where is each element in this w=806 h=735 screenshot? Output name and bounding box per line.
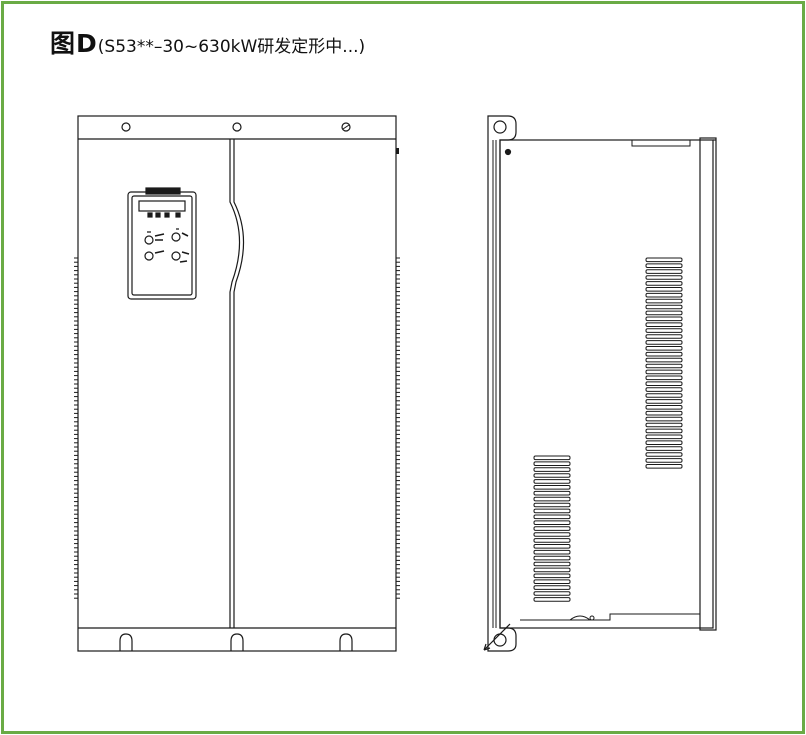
louver-slot (533, 597, 571, 602)
louver-slot (645, 304, 683, 310)
bottom-slot-3 (339, 633, 353, 651)
louver-slot (533, 496, 571, 502)
louver-slot (645, 263, 683, 268)
louver-slot (533, 573, 571, 579)
louver-slot (645, 410, 683, 416)
louver-slot (533, 514, 571, 520)
louver-slot (645, 328, 683, 333)
louver-slot (533, 538, 571, 543)
louver-slot (533, 585, 571, 590)
louver-slot (533, 549, 571, 555)
figure-caption: (S53**–30~630kW研发定形中...) (97, 37, 366, 57)
louver-slot (533, 502, 571, 508)
door-seam-right (233, 139, 245, 628)
left-heatsink-fins (74, 257, 78, 599)
upper-vent-louvers (645, 257, 683, 469)
keypad-panel (127, 187, 197, 300)
keypad-button-2 (171, 232, 181, 242)
louver-slot (533, 544, 571, 549)
right-heatsink-fins (396, 257, 400, 599)
front-view (74, 115, 400, 652)
louver-slot (533, 526, 571, 531)
louver-slot (645, 375, 683, 381)
louver-slot (645, 310, 683, 316)
louver-slot (533, 467, 571, 472)
louver-slot (645, 357, 683, 363)
louver-slot (533, 455, 571, 461)
louver-slot (533, 520, 571, 526)
keypad-button-4 (171, 251, 181, 261)
louver-slot (645, 287, 683, 292)
louver-slot (645, 458, 683, 463)
louver-slot (533, 579, 571, 585)
louver-slot (533, 508, 571, 514)
louver-slot (645, 340, 683, 345)
keypad-display (138, 200, 186, 212)
figure-label: 图D (50, 29, 98, 58)
louver-slot (645, 269, 683, 274)
louver-slot (533, 561, 571, 567)
louver-slot (645, 440, 683, 445)
mount-hole-2 (232, 122, 242, 132)
keypad-button-1 (144, 235, 154, 245)
louver-slot (645, 257, 683, 263)
louver-slot (533, 490, 571, 496)
louver-slot (645, 434, 683, 440)
side-body (499, 139, 714, 629)
louver-slot (645, 464, 683, 469)
louver-slot (645, 428, 683, 434)
rear-plate (699, 137, 717, 631)
louver-slot (645, 281, 683, 286)
louver-slot (645, 351, 683, 357)
lower-vent-louvers (533, 455, 571, 602)
bottom-slot-2 (230, 633, 244, 651)
louver-slot (533, 473, 571, 478)
louver-slot (645, 322, 683, 327)
flange-hole-top (493, 120, 507, 134)
louver-slot (645, 399, 683, 404)
louver-slot (645, 416, 683, 422)
louver-slot (645, 346, 683, 351)
louver-slot (645, 405, 683, 410)
louver-slot (645, 298, 683, 304)
louver-slot (645, 316, 683, 322)
louver-slot (645, 452, 683, 457)
door-seam-left (229, 139, 241, 628)
louver-slot (533, 532, 571, 537)
louver-slot (533, 479, 571, 484)
flange-hole-bottom (493, 633, 507, 647)
figure-title: 图D (S53**–30~630kW研发定形中...) (50, 24, 365, 64)
louver-slot (645, 275, 683, 280)
louver-slot (645, 393, 683, 398)
louver-slot (533, 461, 571, 466)
louver-slot (645, 387, 683, 392)
louver-slot (645, 292, 683, 298)
mount-hole-1 (121, 122, 131, 132)
side-view (483, 115, 717, 652)
louver-slot (533, 591, 571, 596)
mounting-flange (487, 115, 517, 652)
louver-slot (645, 446, 683, 451)
mount-hole-3 (341, 122, 351, 132)
louver-slot (533, 567, 571, 573)
louver-slot (533, 555, 571, 561)
louver-slot (645, 422, 683, 428)
louver-slot (645, 369, 683, 375)
keypad-button-3 (144, 251, 154, 261)
louver-slot (645, 334, 683, 339)
front-outline (77, 115, 397, 652)
bottom-slot-1 (119, 633, 133, 651)
louver-slot (645, 381, 683, 386)
louver-slot (533, 485, 571, 490)
louver-slot (645, 363, 683, 369)
